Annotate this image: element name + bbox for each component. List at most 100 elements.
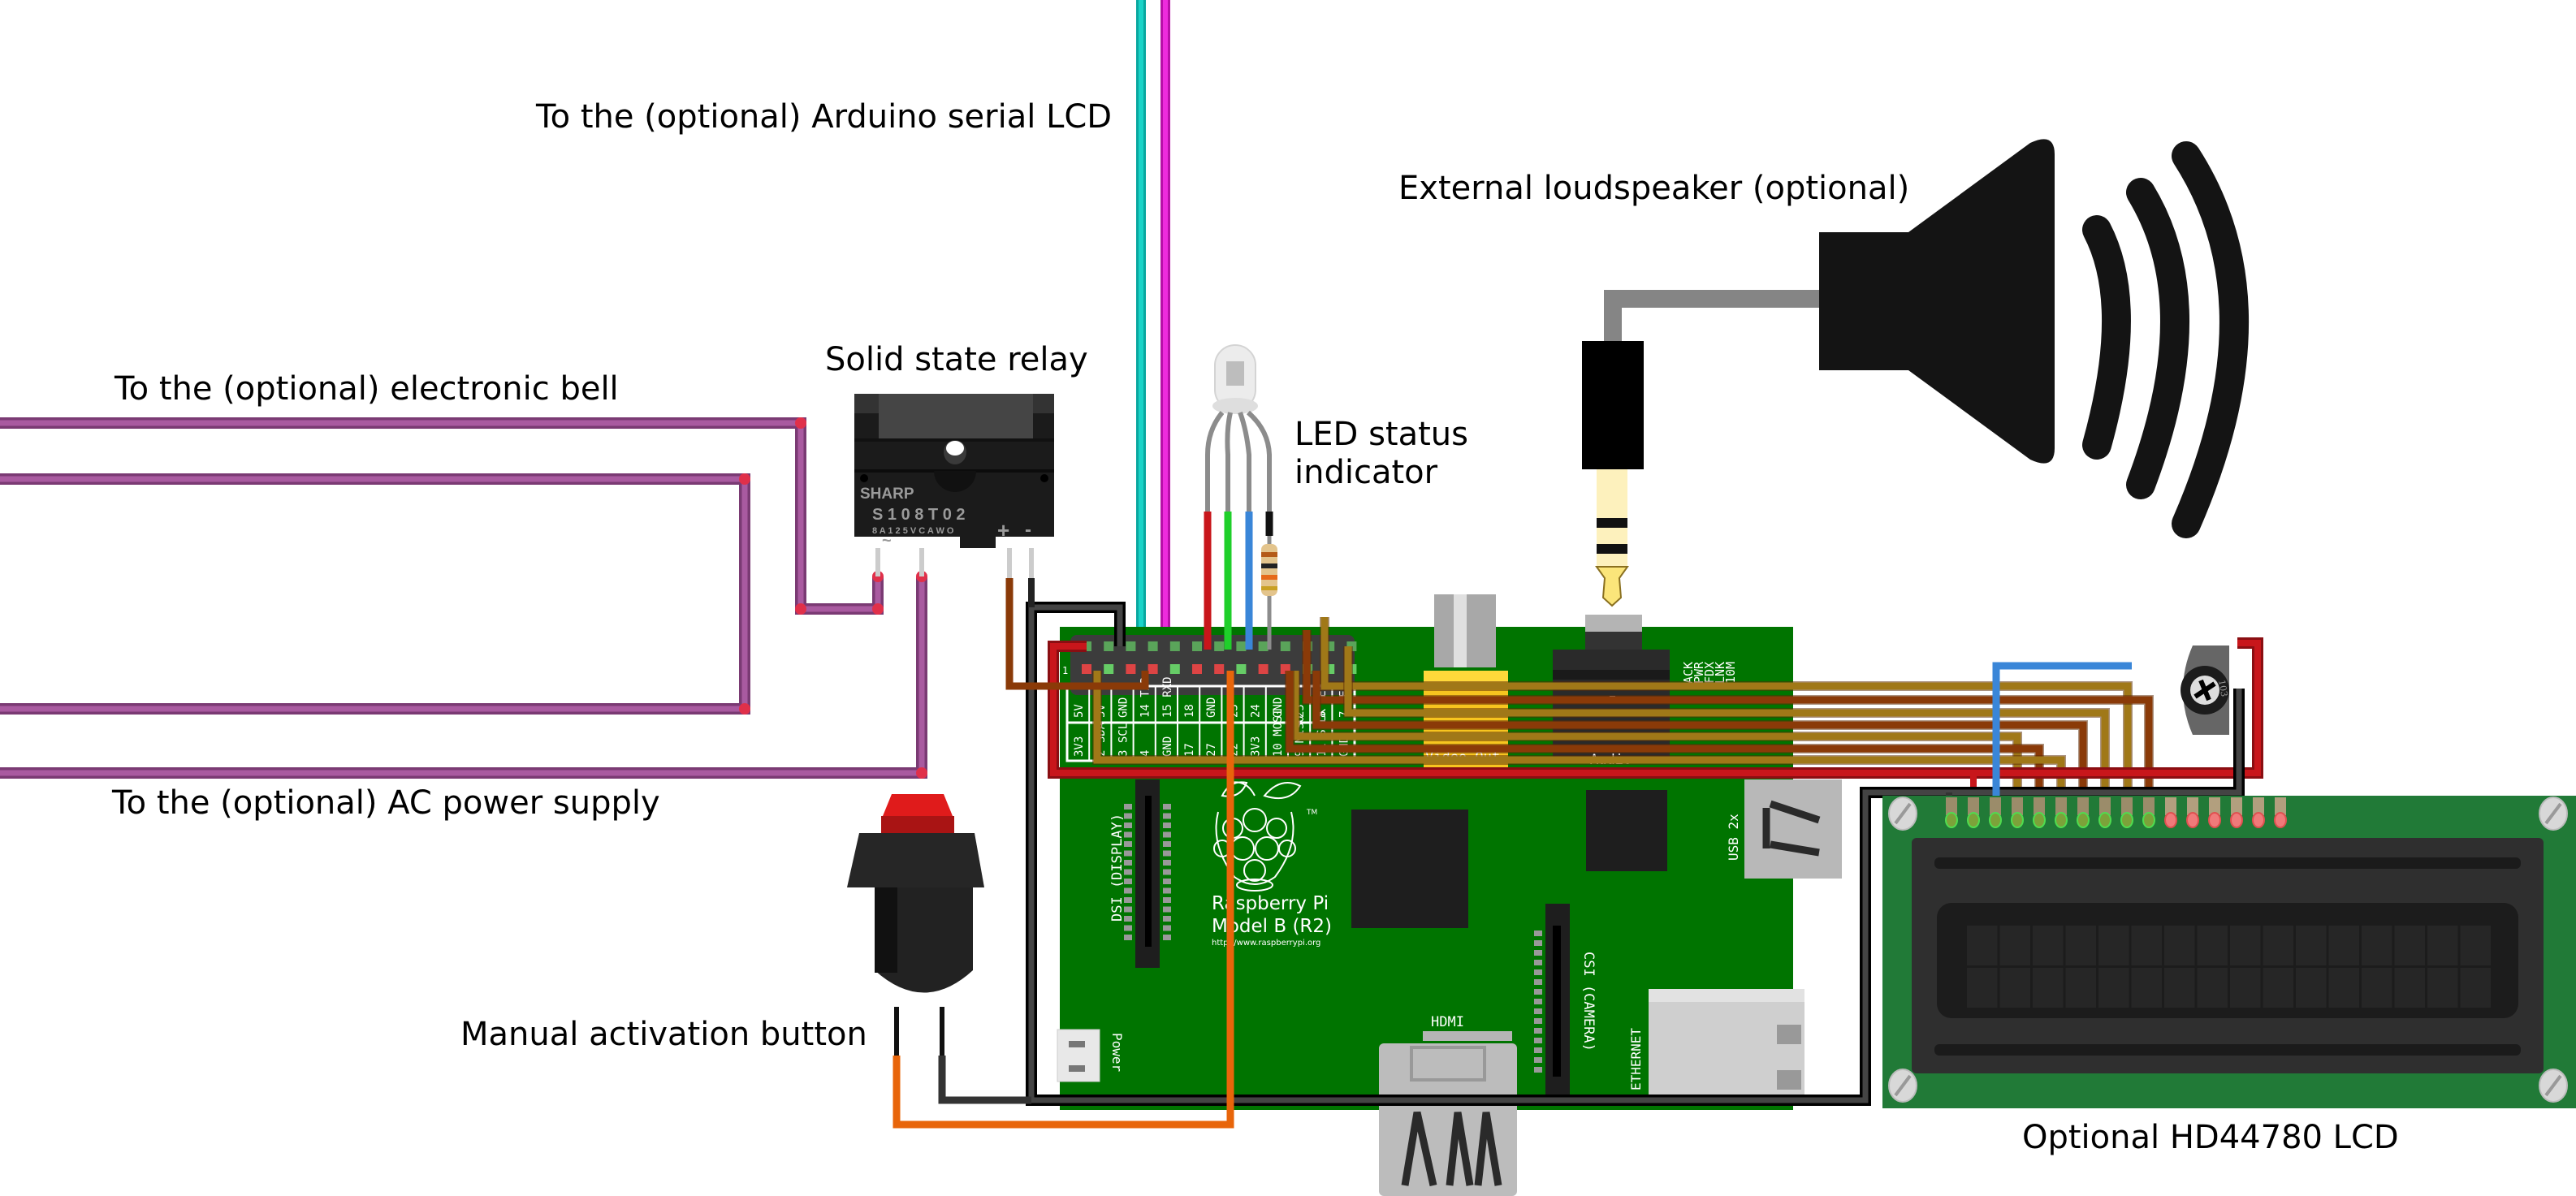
gpio-pin	[1236, 641, 1247, 651]
pot-marking: 103	[2216, 679, 2229, 697]
lcd-pin	[1990, 797, 2001, 815]
lcd-char-cell	[2427, 968, 2458, 1008]
wire-button-signal	[893, 671, 1234, 1129]
dsi-pin	[1163, 831, 1171, 838]
label-relay: Solid state relay	[825, 341, 1088, 378]
ac-wires	[0, 417, 927, 779]
relay-minus: -	[1025, 519, 1031, 541]
ethernet-label: ETHERNET	[1628, 1028, 1644, 1090]
lcd-char-cell	[2131, 926, 2162, 965]
potentiometer: 103	[2181, 645, 2229, 735]
rgb-led	[1204, 344, 1277, 650]
lcd-pin-hole	[2274, 812, 2287, 828]
lcd-data-wire	[1286, 671, 2043, 812]
wire-ac-supply	[0, 576, 925, 776]
lcd-pin	[2055, 797, 2067, 815]
gpio-label-top: 5V	[1073, 704, 1086, 718]
wire-relay-plus	[1005, 578, 1149, 690]
lcd-pin-hole	[2011, 812, 2024, 828]
gpio-label-top: GND	[1205, 697, 1218, 718]
dsi-pin	[1124, 887, 1132, 894]
status-led-label: ACK	[1681, 662, 1696, 684]
lcd-pin-hole	[2230, 812, 2243, 828]
hd44780-lcd	[1882, 796, 2576, 1108]
lcd-char-cell	[2197, 968, 2228, 1008]
csi-pin	[1534, 1028, 1542, 1034]
hdmi-connector: HDMI	[1379, 1014, 1517, 1196]
lan-chip	[1586, 790, 1667, 871]
relay-model: S 1 0 8 T 0 2	[872, 506, 966, 524]
csi-pin	[1534, 940, 1542, 946]
lcd-char-cell	[2098, 926, 2129, 965]
gpio-pin	[1280, 641, 1290, 651]
dsi-pin	[1163, 935, 1171, 940]
csi-pin	[1534, 1018, 1542, 1024]
status-led-label: LNK	[1713, 662, 1727, 684]
lcd-data-wire	[1344, 646, 2109, 812]
dsi-connector: DSI (DISPLAY)	[1109, 779, 1171, 968]
lcd-char-cell	[2197, 926, 2228, 965]
lcd-char-cell	[2164, 968, 2195, 1008]
csi-pin	[1534, 930, 1542, 936]
lcd-char-cell	[2296, 926, 2327, 965]
dsi-pin	[1124, 906, 1132, 913]
serial-wires	[1136, 0, 1170, 641]
label-electronic-bell: To the (optional) electronic bell	[114, 370, 619, 408]
gpio-pin	[1104, 641, 1114, 651]
gpio-label-bottom: 10 MOSI	[1272, 709, 1285, 757]
csi-pin	[1534, 950, 1542, 956]
status-led-label: 10M	[1723, 662, 1738, 684]
gpio-label-top: 18	[1183, 704, 1196, 718]
dsi-pin	[1124, 879, 1132, 884]
label-led-line1: LED status	[1294, 416, 1468, 453]
csi-pin	[1534, 960, 1542, 965]
status-led-label: PWR	[1692, 661, 1706, 684]
speaker-icon	[1819, 139, 2055, 464]
gpio-pin	[1214, 664, 1225, 674]
lcd-char-cell	[2065, 926, 2096, 965]
gpio-label-top: 15 RXD	[1161, 676, 1174, 718]
gpio-pin	[1148, 641, 1158, 651]
dsi-pin	[1124, 804, 1132, 810]
dsi-pin	[1163, 906, 1171, 913]
csi-pin	[1534, 969, 1542, 975]
pi-url: http://www.raspberrypi.org	[1212, 939, 1320, 948]
dsi-pin	[1163, 813, 1171, 819]
gpio-pin	[1126, 641, 1136, 651]
plug-tip	[1595, 566, 1629, 607]
lcd-pin	[2253, 797, 2264, 815]
lcd-char-cell	[2065, 968, 2096, 1008]
csi-connector: CSI (CAMERA)	[1534, 904, 1597, 1099]
lcd-pin-hole	[2055, 812, 2068, 828]
dsi-pin	[1163, 916, 1171, 922]
lcd-pin	[2209, 797, 2220, 815]
gpio-label-bottom: 3 SCL	[1117, 723, 1130, 757]
gpio-label-bottom: 4	[1139, 750, 1152, 757]
label-button: Manual activation button	[460, 1016, 867, 1053]
dsi-pin	[1124, 823, 1132, 828]
lcd-char-cell	[2296, 968, 2327, 1008]
label-ac-power: To the (optional) AC power supply	[111, 784, 660, 822]
label-arduino-lcd: To the (optional) Arduino serial LCD	[535, 98, 1112, 136]
lcd-data-wire	[1320, 617, 2132, 812]
lcd-pin	[2012, 797, 2023, 815]
button-cap[interactable]	[881, 816, 954, 834]
ethernet-connector: ETHERNET	[1628, 989, 1804, 1095]
lcd-char-cell	[2362, 926, 2392, 965]
lcd-pin	[1946, 797, 1957, 815]
relay-ac-symbol: ~	[882, 532, 892, 550]
lcd-pin-hole	[2033, 812, 2046, 828]
lcd-char-cell	[2263, 968, 2293, 1008]
lcd-char-cell	[2460, 926, 2491, 965]
wire-contrast	[1992, 662, 2132, 812]
usb-label: USB 2x	[1726, 814, 1741, 861]
dsi-pin	[1163, 841, 1171, 847]
csi-pin	[1534, 999, 1542, 1004]
dsi-pin	[1124, 850, 1132, 857]
gpio-pin	[1169, 664, 1180, 674]
lcd-data-wire	[1303, 630, 2153, 812]
gpio-pin	[1258, 664, 1269, 674]
wire-bell-loop	[0, 476, 748, 712]
lcd-pin-hole	[1967, 812, 1980, 828]
